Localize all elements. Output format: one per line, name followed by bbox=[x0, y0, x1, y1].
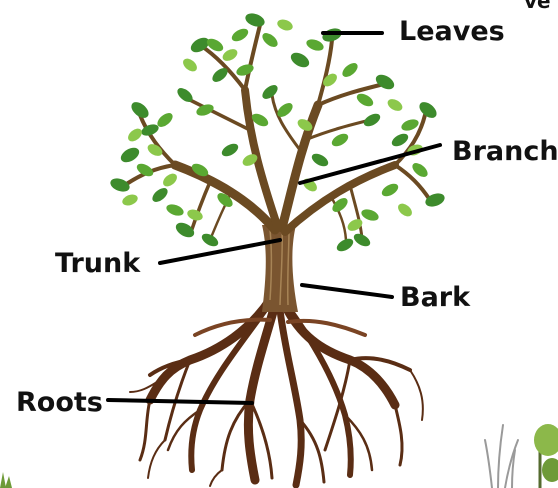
grass-icon bbox=[0, 472, 12, 488]
roots-pointer-line bbox=[108, 400, 252, 403]
bark-pointer-line bbox=[302, 285, 392, 297]
corner-text-fragment: ve bbox=[524, 0, 551, 13]
grass-icon bbox=[485, 425, 518, 488]
branch-label: Branch bbox=[452, 136, 558, 167]
leaves-label: Leaves bbox=[399, 16, 505, 47]
roots-label: Roots bbox=[16, 387, 103, 418]
tree-roots-illustration bbox=[130, 300, 423, 486]
trunk-pointer-line bbox=[160, 240, 280, 263]
bark-label: Bark bbox=[400, 282, 471, 313]
plant-icon bbox=[534, 424, 558, 488]
trunk-label: Trunk bbox=[55, 248, 141, 279]
